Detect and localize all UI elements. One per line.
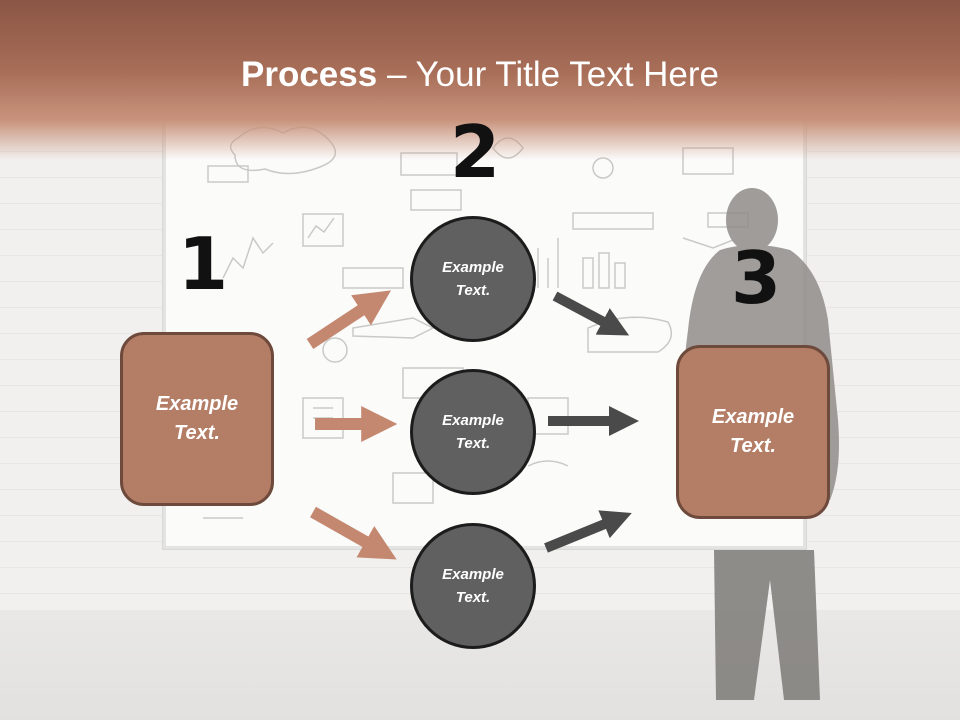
middle-process-circle[interactable]: Example Text. bbox=[410, 369, 536, 495]
bottom-process-circle[interactable]: Example Text. bbox=[410, 523, 536, 649]
left-process-box[interactable]: Example Text. bbox=[120, 332, 274, 506]
step-number-1: 1 bbox=[178, 222, 229, 306]
step-number-2: 2 bbox=[450, 110, 501, 194]
arrow-from-bottom-circle bbox=[544, 510, 632, 553]
arrow-from-top-circle bbox=[552, 291, 630, 336]
slide-title: Process – Your Title Text Here bbox=[0, 54, 960, 96]
arrow-to-top-circle bbox=[306, 290, 392, 350]
title-subtitle-text: – Your Title Text Here bbox=[377, 55, 719, 94]
step-number-3: 3 bbox=[731, 236, 782, 320]
top-process-circle[interactable]: Example Text. bbox=[410, 216, 536, 342]
title-bold-word: Process bbox=[241, 55, 378, 94]
title-banner bbox=[0, 0, 960, 160]
right-process-box[interactable]: Example Text. bbox=[676, 345, 830, 519]
arrow-to-bottom-circle bbox=[310, 506, 397, 560]
